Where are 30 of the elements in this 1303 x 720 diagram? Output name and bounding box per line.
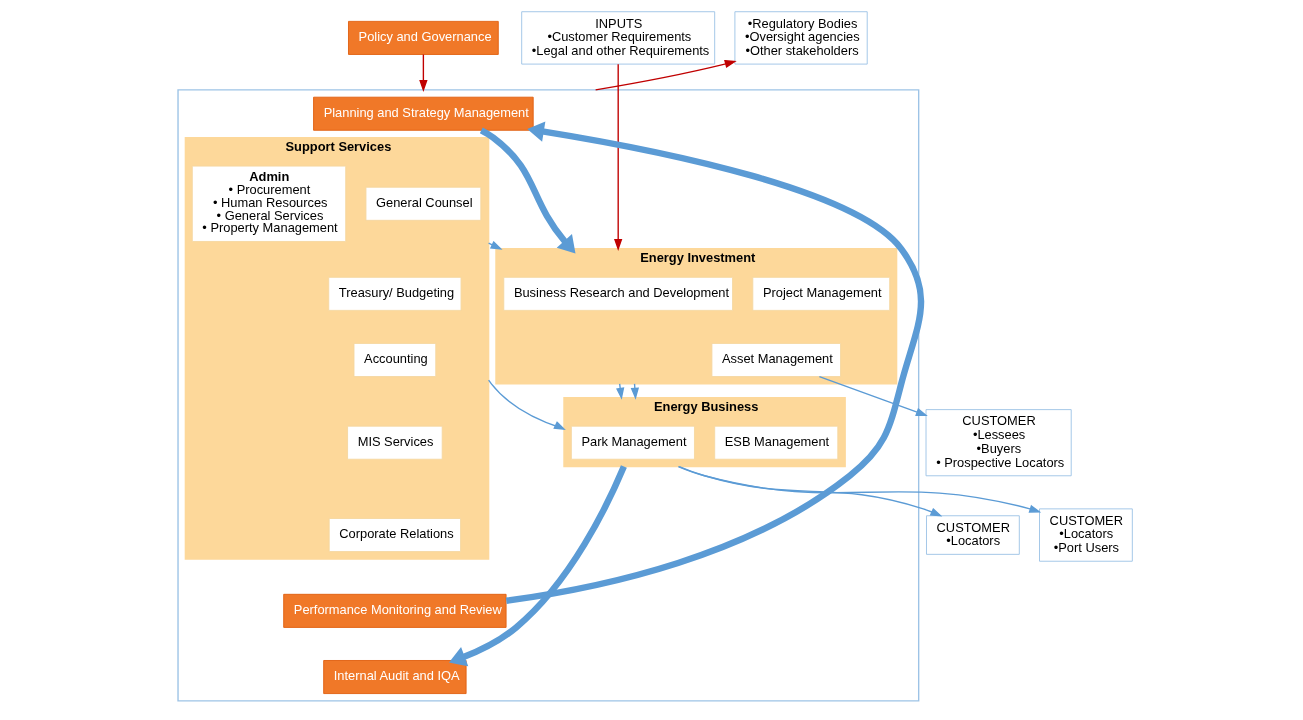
arrow <box>419 53 428 92</box>
node-box: CUSTOMER •Locators •Port Users <box>1039 508 1133 562</box>
node-box: Park Management <box>570 425 695 460</box>
node-box: Internal Audit and IQA <box>323 660 467 695</box>
node-box: General Counsel <box>365 186 482 221</box>
node-box: Planning and Strategy Management <box>313 96 534 131</box>
node-box: Project Management <box>752 276 891 311</box>
node-box: Performance Monitoring and Review <box>283 593 507 628</box>
node-box: Accounting <box>353 343 437 377</box>
arrow <box>449 465 627 667</box>
arrow <box>677 465 1042 513</box>
node-box: Treasury/ Budgeting <box>328 276 462 311</box>
node-box: CUSTOMER •Locators <box>926 515 1020 555</box>
arrow <box>487 379 566 431</box>
arrow <box>479 127 576 254</box>
node-box: •Regulatory Bodies •Oversight agencies •Other stakeholders <box>734 11 868 65</box>
node-box: ESB Management <box>714 425 839 460</box>
node-box: Business Research and Development <box>503 276 734 311</box>
arrow <box>594 59 737 91</box>
node-box: Corporate Relations <box>328 518 462 553</box>
node-box: Policy and Governance <box>348 20 499 55</box>
node-box: Admin • Procurement • Human Resources • General Services • Property Management <box>191 165 347 242</box>
node-box: CUSTOMER •Lessees •Buyers • Prospective Locators <box>925 409 1072 477</box>
node-box: MIS Services <box>347 425 443 460</box>
arrow <box>678 465 943 517</box>
node-box: INPUTS •Customer Requirements •Legal and other Requirements <box>521 11 716 65</box>
arrow <box>487 240 503 250</box>
node-box: Asset Management <box>711 343 842 377</box>
arrow <box>614 63 623 251</box>
arrow <box>616 383 625 400</box>
